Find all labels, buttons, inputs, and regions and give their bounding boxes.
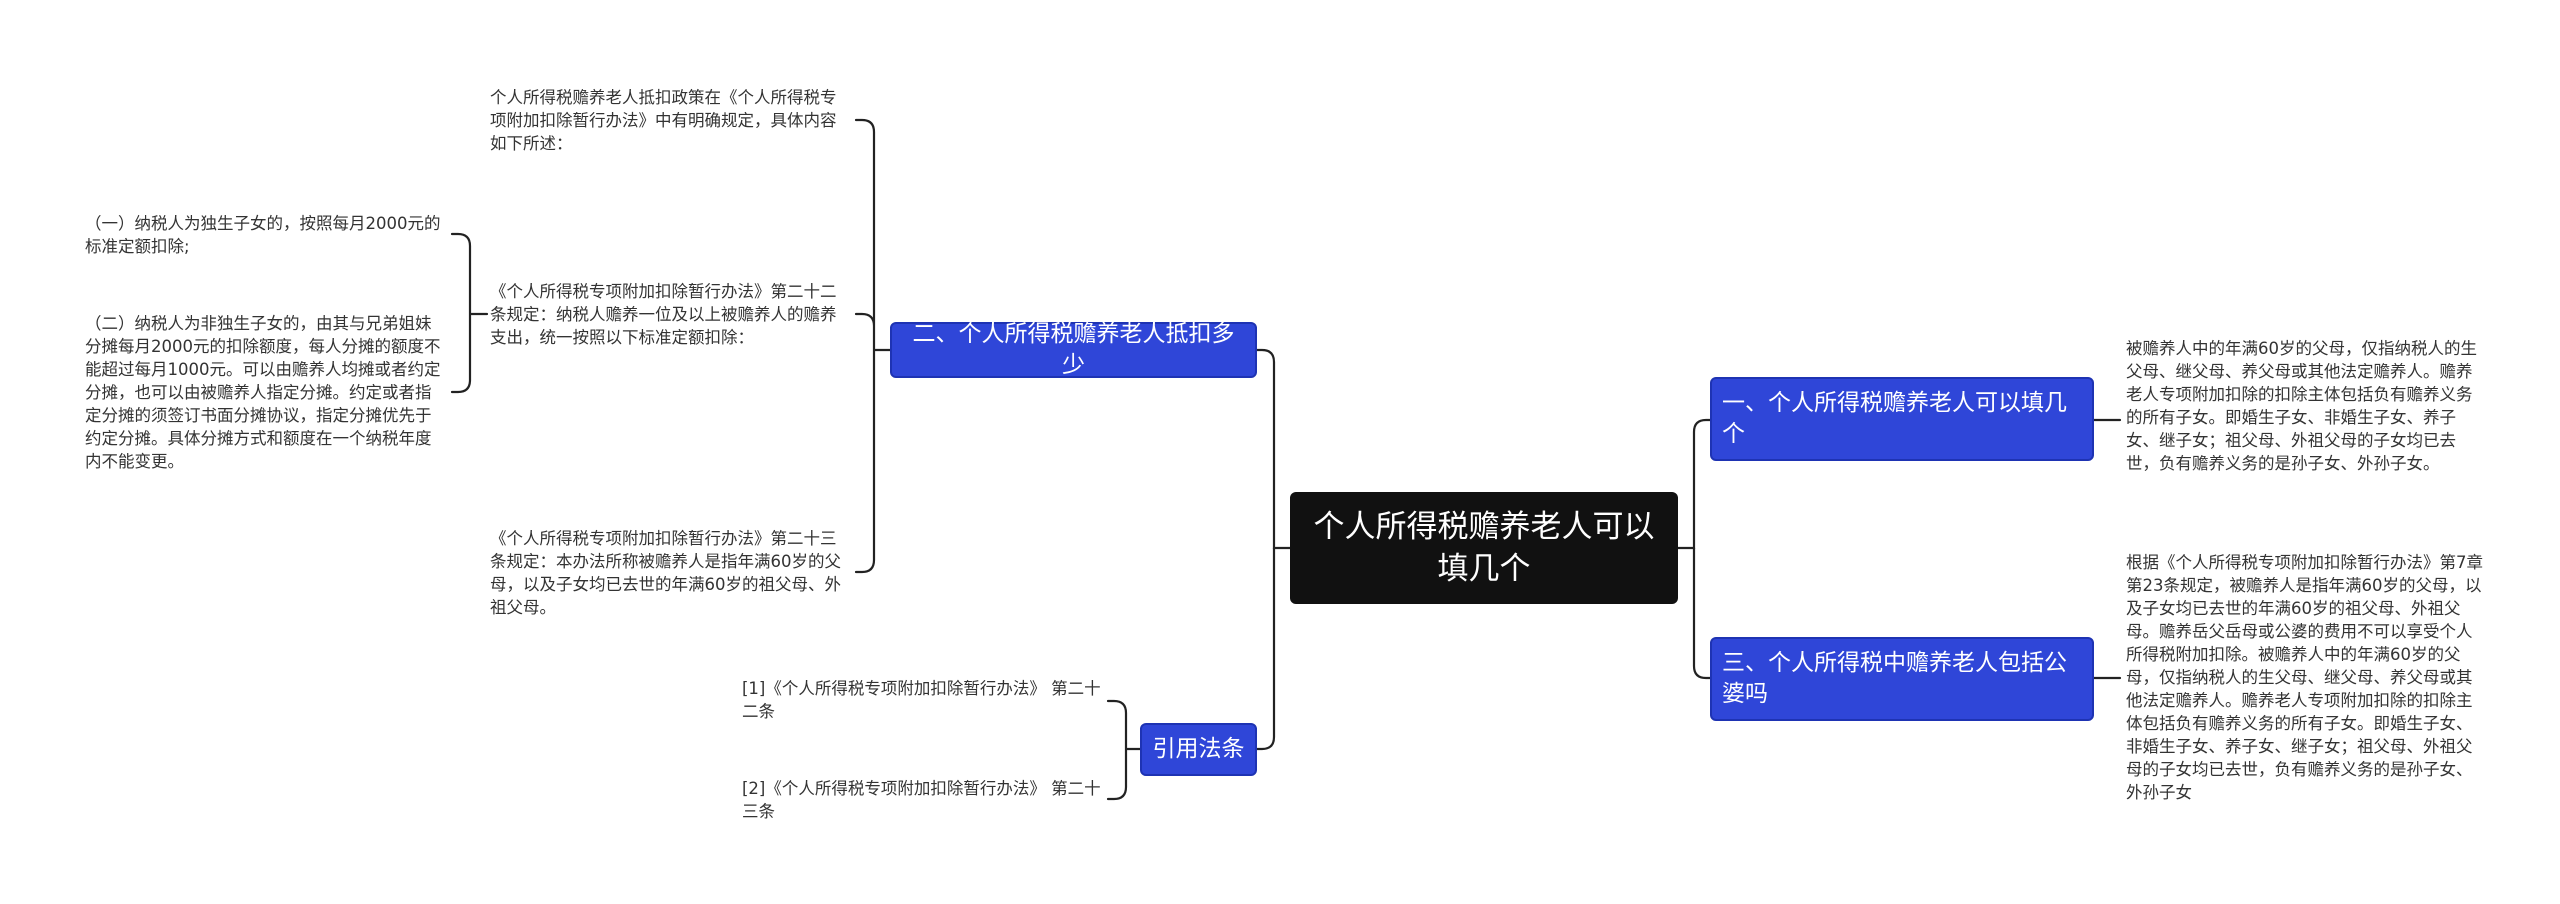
- leaf-in-laws-text: 根据《个人所得税专项附加扣除暂行办法》第7章第23条规定，被赡养人是指年满60岁…: [2126, 553, 2483, 802]
- leaf-policy-intro: 个人所得税赡养老人抵扣政策在《个人所得税专项附加扣除暂行办法》中有明确规定，具体…: [490, 88, 837, 153]
- leaf-how-many-text: 被赡养人中的年满60岁的父母，仅指纳税人的生父母、继父母、养父母或其他法定赡养人…: [2126, 339, 2477, 473]
- branch-in-laws-label: 三、个人所得税中赡养老人包括公婆吗: [1722, 650, 2067, 707]
- leaf-reference-1: [1]《个人所得税专项附加扣除暂行办法》 第二十二条: [742, 679, 1101, 721]
- root-topic-label: 个人所得税赡养老人可以填几个: [1313, 509, 1655, 587]
- edge-root-to-b2: [1255, 546, 1276, 751]
- edge-root-to-b4: [1692, 546, 1712, 680]
- branch-cited-articles[interactable]: 引用法条: [1140, 723, 1257, 776]
- leaf-article-22: 《个人所得税专项附加扣除暂行办法》第二十二条规定：纳税人赡养一位及以上被赡养人的…: [490, 282, 837, 347]
- leaf-article-22-item-1: （一）纳税人为独生子女的，按照每月2000元的标准定额扣除;: [85, 214, 441, 256]
- branch-how-many[interactable]: 一、个人所得税赡养老人可以填几个: [1710, 377, 2094, 461]
- branch-in-laws[interactable]: 三、个人所得税中赡养老人包括公婆吗: [1710, 637, 2094, 721]
- branch-how-many-label: 一、个人所得税赡养老人可以填几个: [1722, 390, 2067, 447]
- root-topic[interactable]: 个人所得税赡养老人可以填几个: [1290, 492, 1678, 604]
- edge-root-to-b1: [1255, 348, 1292, 550]
- leaf-article-23: 《个人所得税专项附加扣除暂行办法》第二十三条规定：本办法所称被赡养人是指年满60…: [490, 529, 841, 617]
- leaf-article-22-item-2: （二）纳税人为非独生子女的，由其与兄弟姐妹分摊每月2000元的扣除额度，每人分摊…: [85, 314, 441, 471]
- branch-deduction-amount[interactable]: 二、个人所得税赡养老人抵扣多少: [890, 321, 1257, 378]
- edge-art22-to-items: [450, 232, 489, 394]
- leaf-reference-2: [2]《个人所得税专项附加扣除暂行办法》 第二十三条: [742, 779, 1101, 821]
- edge-b2-to-refs: [1106, 699, 1142, 801]
- edge-root-to-b3: [1676, 418, 1712, 550]
- edge-b1-to-children: [854, 118, 892, 574]
- branch-deduction-amount-label: 二、个人所得税赡养老人抵扣多少: [912, 321, 1235, 378]
- branch-cited-articles-label: 引用法条: [1152, 736, 1245, 762]
